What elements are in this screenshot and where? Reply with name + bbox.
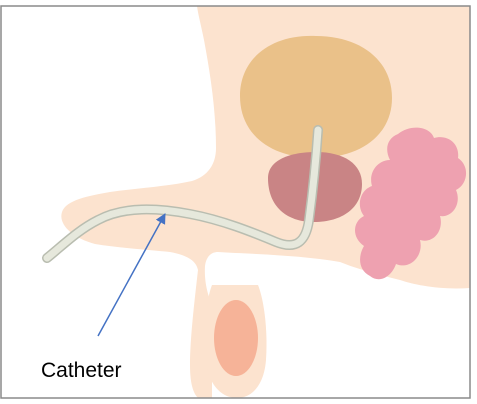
- testis: [214, 300, 258, 376]
- catheter-label: Catheter: [41, 359, 122, 382]
